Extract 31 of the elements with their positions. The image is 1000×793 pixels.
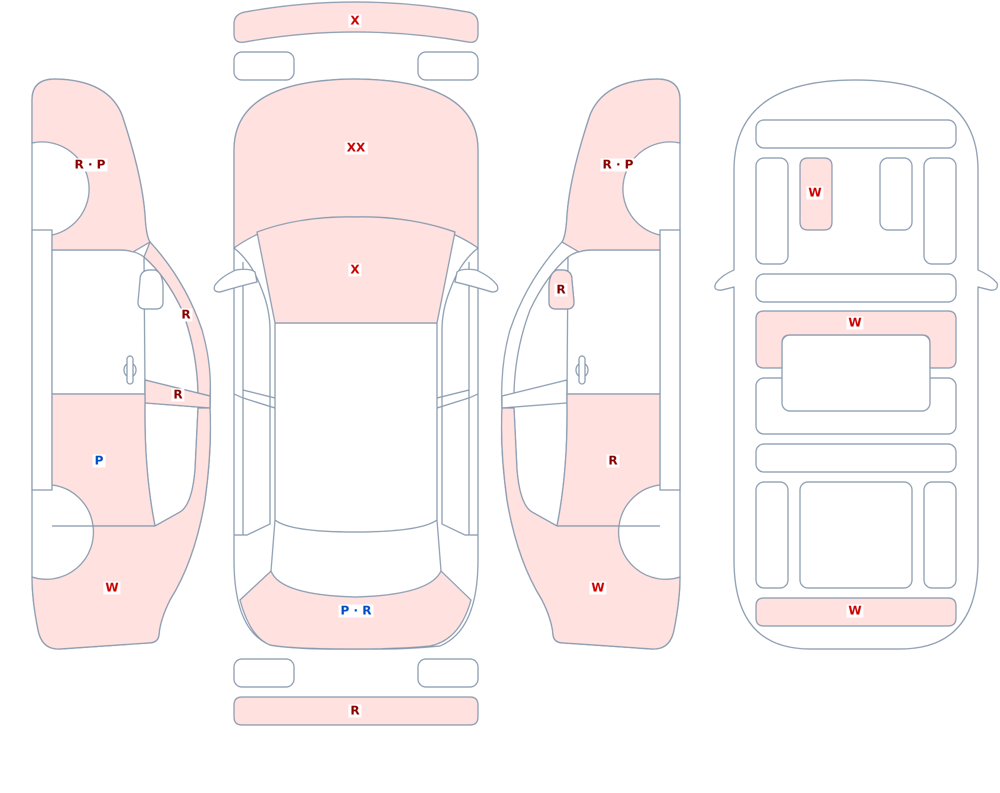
damage-code: W bbox=[806, 186, 824, 200]
damage-code: R bbox=[179, 308, 193, 322]
seat-panel bbox=[799, 157, 833, 231]
damage-code: R bbox=[606, 454, 620, 468]
windshield-panel bbox=[256, 215, 456, 324]
interior-band-panel bbox=[755, 310, 957, 369]
damage-code: R · P bbox=[72, 158, 108, 172]
hood-panel bbox=[233, 78, 479, 249]
damage-code: W bbox=[846, 604, 864, 618]
damage-code: W bbox=[846, 316, 864, 330]
front-bumper-panel bbox=[233, 1, 479, 44]
damage-code: XX bbox=[344, 142, 368, 154]
rear-door-panel bbox=[556, 393, 661, 527]
damage-code: W bbox=[589, 582, 607, 594]
damage-code: R bbox=[348, 704, 362, 718]
damage-code: X bbox=[348, 14, 362, 28]
damage-code: R bbox=[554, 284, 568, 296]
interior-band-panel bbox=[755, 597, 957, 627]
damage-code: R bbox=[171, 388, 185, 402]
front-fender-panel bbox=[561, 78, 681, 253]
trunk-panel bbox=[239, 570, 472, 650]
damage-code: R · P bbox=[600, 158, 636, 172]
pillar-strip-panel bbox=[144, 379, 211, 409]
damage-code: P bbox=[92, 454, 106, 468]
damage-code: X bbox=[348, 264, 362, 276]
rear-bumper-panel bbox=[233, 696, 479, 726]
damage-code: P · R bbox=[338, 604, 374, 618]
damage-code: W bbox=[103, 582, 121, 594]
rear-door-panel bbox=[51, 393, 156, 527]
front-fender-panel bbox=[31, 78, 151, 253]
side-mirror-panel bbox=[548, 269, 575, 310]
